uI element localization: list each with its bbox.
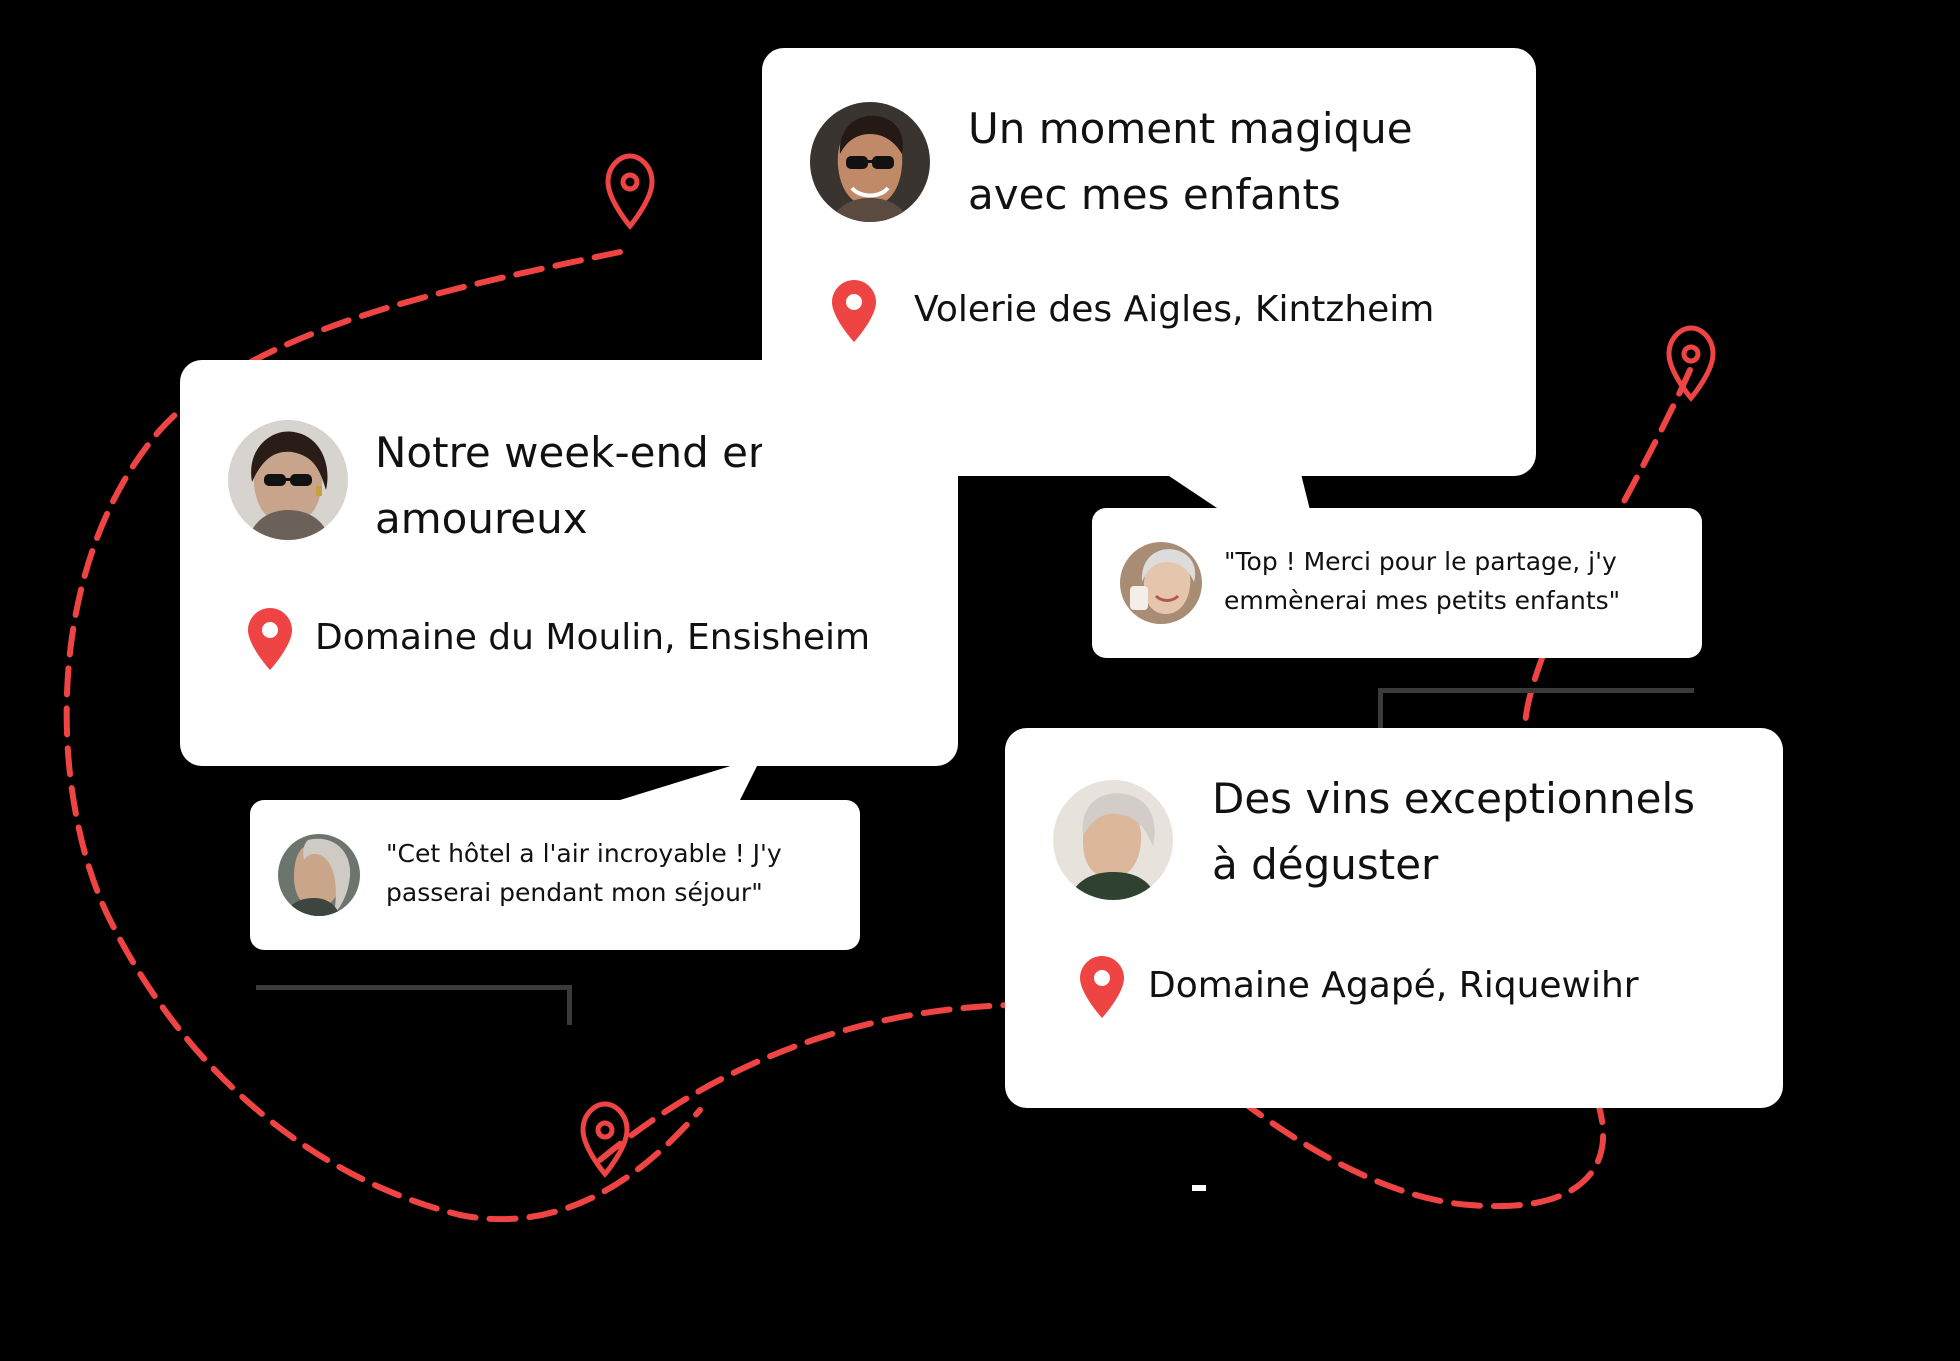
- man-sunglasses-avatar: [810, 102, 930, 222]
- card-title-line: Notre week-end en: [375, 428, 775, 477]
- divider-bar: [256, 985, 572, 990]
- divider-bar: [1192, 1185, 1206, 1191]
- comment-bubble-top[interactable]: "Top ! Merci pour le partage, j'y emmène…: [1092, 508, 1702, 658]
- grey-hair-woman-avatar: [278, 834, 360, 916]
- smiling-woman-avatar: [1120, 542, 1202, 624]
- card-title: Notre week-end en amoureux: [375, 420, 775, 552]
- woman-sunglasses-avatar: [228, 420, 348, 540]
- route-line-loop: [1237, 1092, 1607, 1210]
- divider-bar: [1378, 688, 1694, 693]
- location-pin-icon: [1080, 956, 1124, 1018]
- location-label: Domaine Agapé, Riquewihr: [1148, 965, 1639, 1006]
- comment-bubble-bottom[interactable]: "Cet hôtel a l'air incroyable ! J'y pass…: [250, 800, 860, 950]
- bubble-tail: [1160, 470, 1310, 510]
- bubble-tail: [620, 760, 760, 800]
- comment-text: "Cet hôtel a l'air incroyable ! J'y pass…: [386, 834, 782, 912]
- card-title: Un moment magique avec mes enfants: [968, 96, 1413, 228]
- location-pin-icon: [832, 280, 876, 342]
- location-label: Domaine du Moulin, Ensisheim: [315, 617, 871, 658]
- card-title-line: avec mes enfants: [968, 170, 1341, 219]
- map-pin-icon: [605, 153, 655, 230]
- location-pin-icon: [248, 608, 292, 670]
- card-title-line: Des vins exceptionnels: [1212, 774, 1696, 823]
- comment-text: "Top ! Merci pour le partage, j'y emmène…: [1224, 542, 1620, 620]
- comment-line: "Top ! Merci pour le partage, j'y: [1224, 547, 1617, 576]
- route-line-bottom: [597, 1002, 1013, 1163]
- divider-bar: [567, 985, 572, 1025]
- map-pin-icon: [1666, 325, 1716, 402]
- divider-bar: [1378, 688, 1383, 728]
- card-title-line: à déguster: [1212, 840, 1439, 889]
- experience-card-vins[interactable]: Des vins exceptionnels à déguster Domain…: [1005, 728, 1783, 1108]
- comment-line: "Cet hôtel a l'air incroyable ! J'y: [386, 839, 782, 868]
- card-title: Des vins exceptionnels à déguster: [1212, 766, 1695, 898]
- map-pin-icon: [580, 1101, 630, 1178]
- route-line-left: [63, 249, 703, 1223]
- experience-card-magique[interactable]: Un moment magique avec mes enfants Voler…: [762, 48, 1536, 476]
- card-title-line: Un moment magique: [968, 104, 1413, 153]
- card-title-line: amoureux: [375, 494, 588, 543]
- location-label: Volerie des Aigles, Kintzheim: [914, 289, 1435, 330]
- comment-line: emmènerai mes petits enfants": [1224, 586, 1621, 615]
- older-woman-avatar: [1053, 780, 1173, 900]
- comment-line: passerai pendant mon séjour": [386, 878, 763, 907]
